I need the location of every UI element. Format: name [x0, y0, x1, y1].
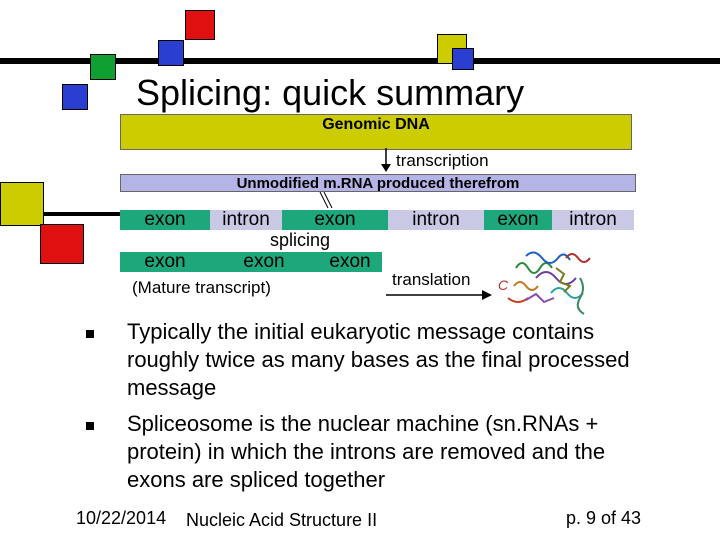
decor-square-yellow	[0, 182, 44, 226]
splicing-label: splicing	[270, 230, 331, 250]
unmodified-mrna-label: Unmodified m.RNA produced therefrom	[236, 175, 520, 192]
decor-square-blue	[62, 84, 88, 110]
translation-label: translation	[392, 270, 471, 289]
transcription-label: transcription	[396, 151, 489, 170]
mature-exon-3: exon	[318, 252, 382, 272]
genomic-dna-label: Genomic DNA	[322, 116, 430, 133]
mature-transcript-caption: (Mature transcript)	[132, 278, 271, 297]
bullet-marker	[86, 422, 94, 430]
pre-mrna-intron-3: intron	[552, 210, 634, 230]
mature-exon-2: exon	[210, 252, 318, 272]
mature-exon-1: exon	[120, 252, 210, 272]
decor-square-blue	[452, 48, 474, 70]
footer-date: 10/22/2014	[76, 508, 167, 528]
decor-line-left	[0, 212, 120, 216]
pre-mrna-exon-3: exon	[484, 210, 552, 230]
pre-mrna-exon-1: exon	[120, 210, 210, 230]
protein-structure-image: C	[498, 251, 591, 315]
pre-mrna-exon-2: exon	[282, 210, 388, 230]
pre-mrna-intron-1: intron	[210, 210, 282, 230]
unmodified-mrna-bar: Unmodified m.RNA produced therefrom	[120, 174, 636, 192]
decor-square-red	[40, 224, 84, 264]
splice-connector	[319, 192, 333, 209]
svg-text:C: C	[498, 277, 509, 293]
decor-square-green	[90, 54, 116, 80]
bullet-marker	[86, 330, 94, 338]
decor-square-blue	[158, 40, 184, 66]
decor-square-red	[185, 10, 215, 40]
footer-page-number: p. 9 of 43	[566, 508, 642, 528]
slide-title: Splicing: quick summary	[136, 72, 525, 113]
genomic-dna-bar: Genomic DNA	[120, 114, 632, 150]
bullet-text-1: Typically the initial eukaryotic message…	[127, 319, 630, 400]
decor-line-top	[0, 58, 720, 64]
bullet-text-2: Spliceosome is the nuclear machine (sn.R…	[127, 411, 606, 492]
transcription-arrow	[381, 148, 391, 172]
translation-arrow	[386, 290, 492, 300]
pre-mrna-intron-2: intron	[388, 210, 484, 230]
footer-course: Nucleic Acid Structure II	[186, 510, 378, 530]
